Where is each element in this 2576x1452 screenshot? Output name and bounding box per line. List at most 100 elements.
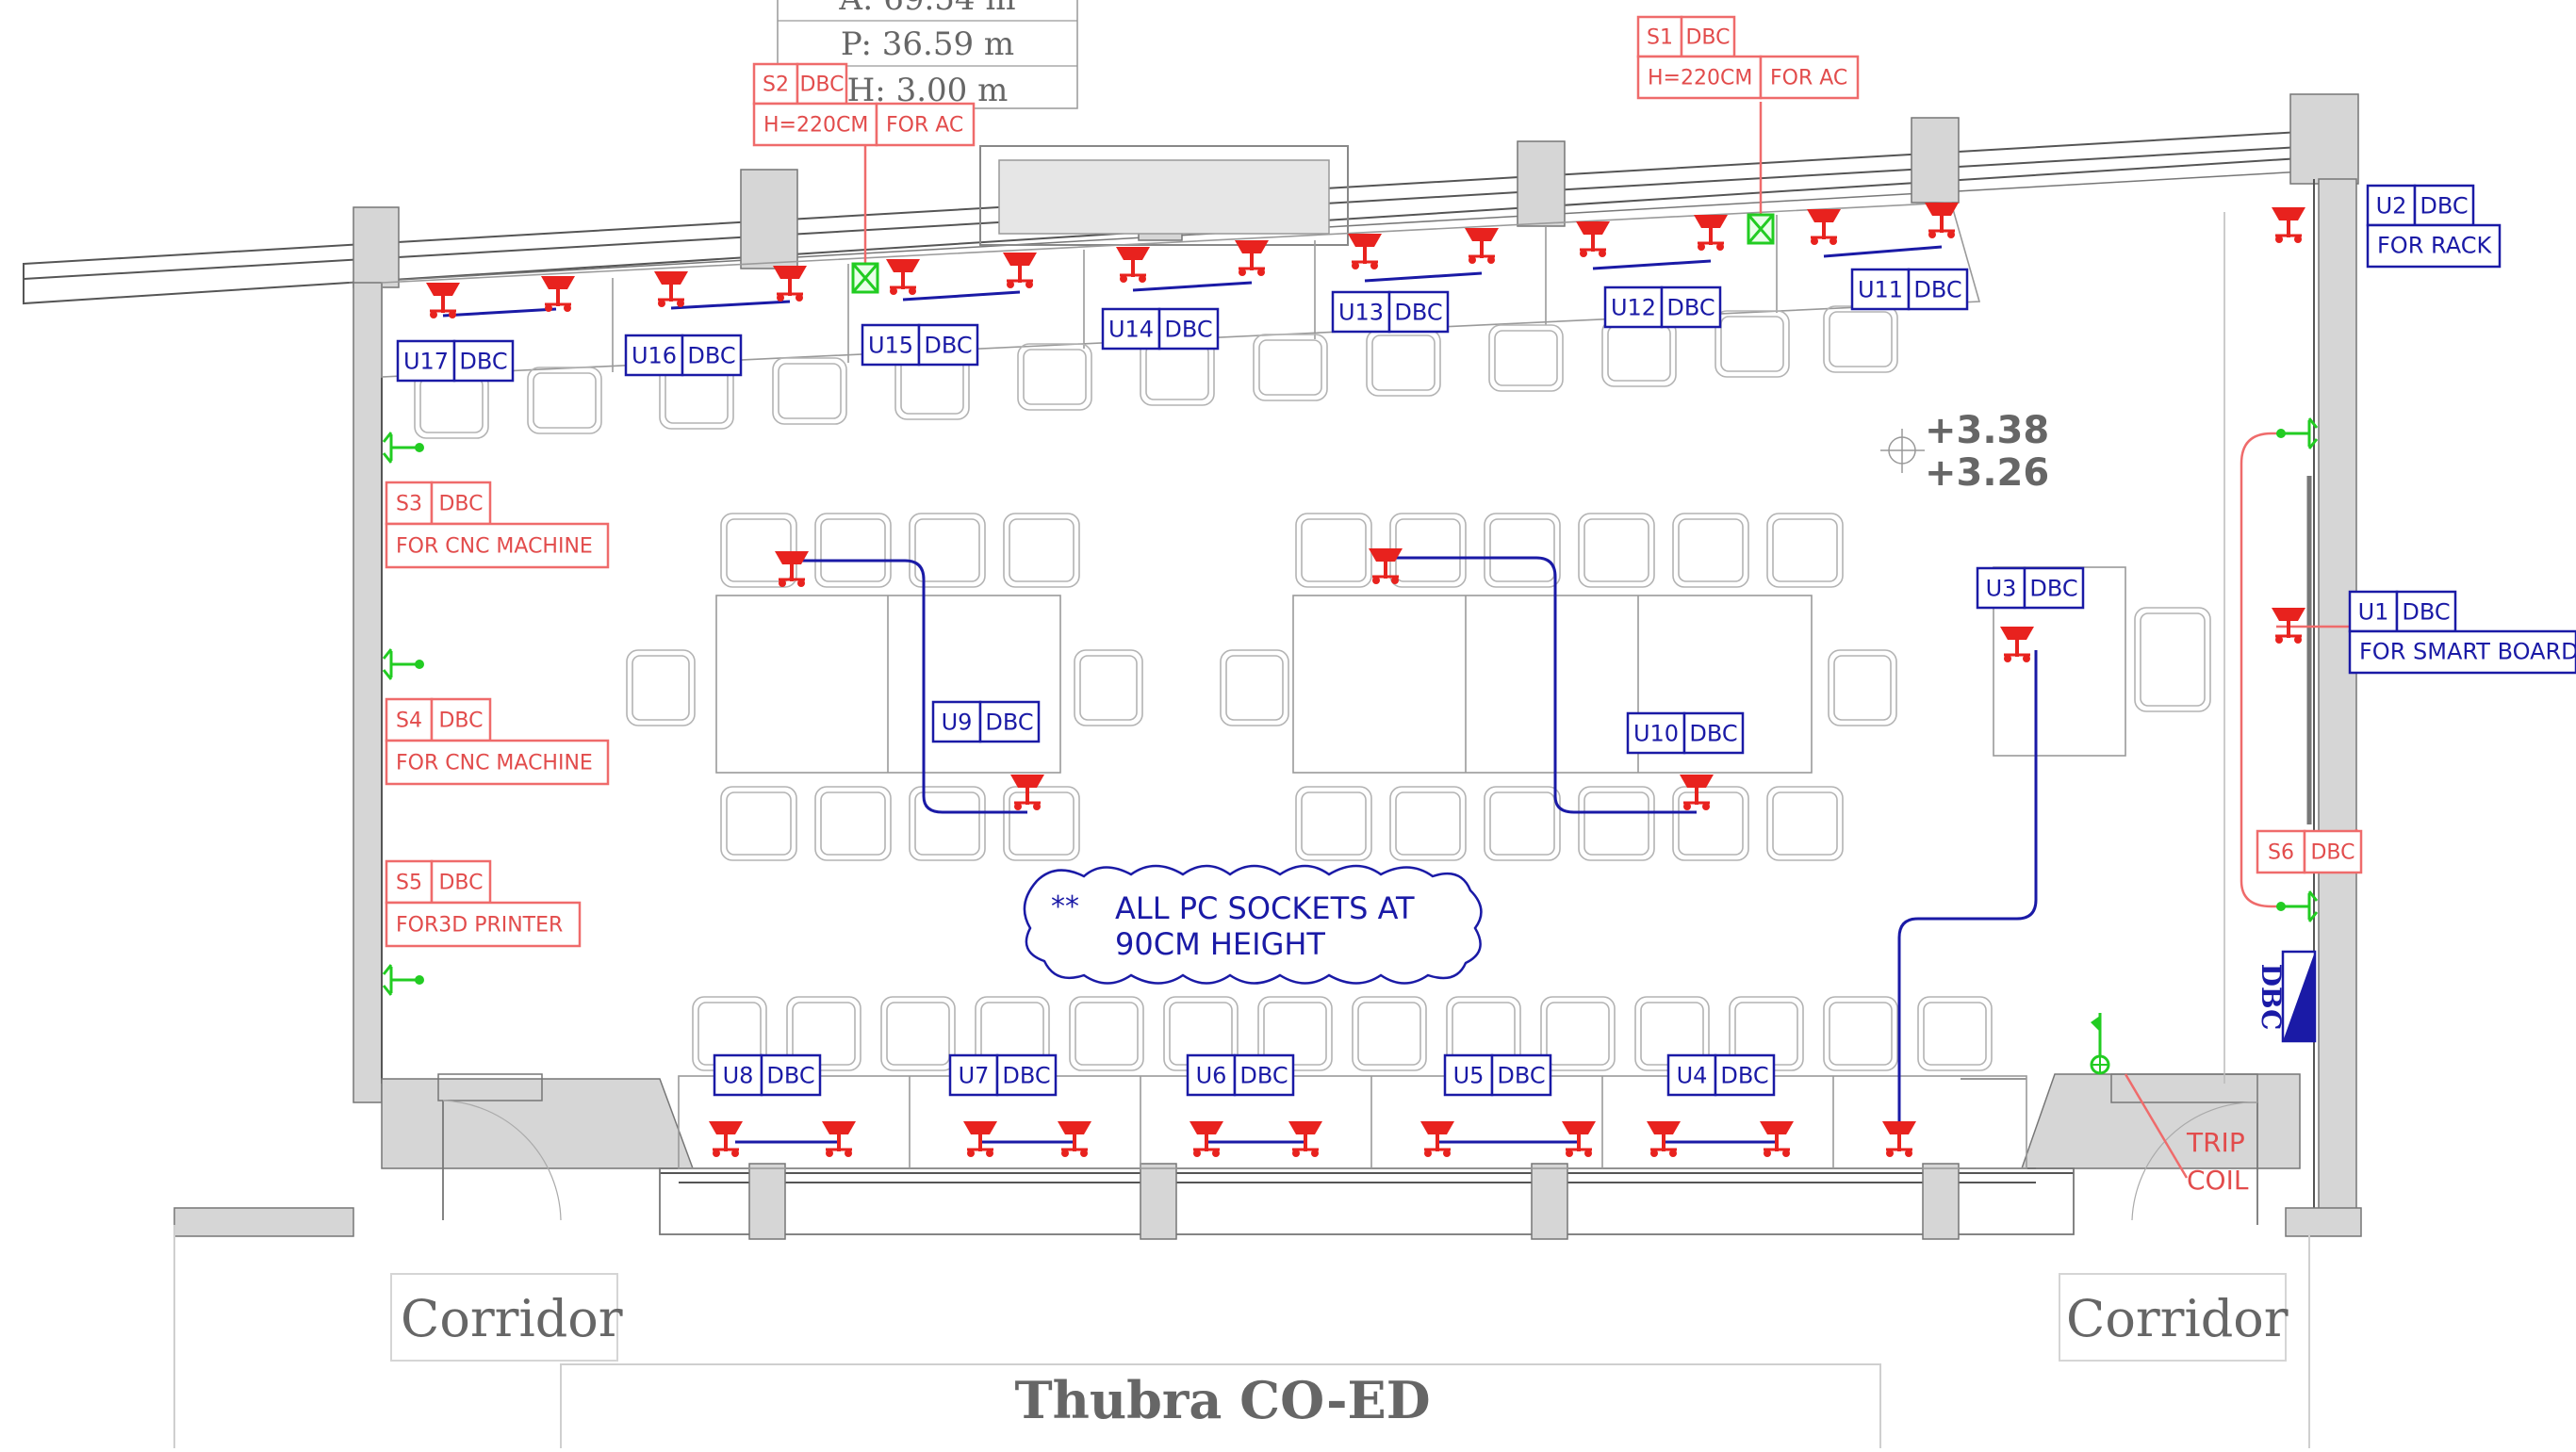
- chair: [1823, 996, 1898, 1071]
- power-socket-icon: [775, 551, 809, 587]
- chair: [2134, 607, 2211, 712]
- socket-height-note: ** ALL PC SOCKETS AT 90CM HEIGHT: [1023, 864, 1483, 985]
- level-upper: +3.38: [1925, 409, 2049, 452]
- wall-outlet-icon: [382, 648, 424, 680]
- power-socket-icon: [2000, 627, 2034, 662]
- svg-text:U16: U16: [632, 342, 677, 368]
- svg-text:DBC: DBC: [985, 709, 1033, 735]
- svg-text:DBC: DBC: [799, 73, 844, 97]
- walls: [23, 93, 2362, 1452]
- chair: [1578, 786, 1655, 861]
- chair: [1484, 513, 1561, 588]
- chair: [814, 513, 892, 588]
- svg-text:DBC: DBC: [1689, 720, 1737, 746]
- chair: [1766, 786, 1844, 861]
- power-socket-icon: [773, 266, 807, 302]
- trip-coil-label-2: COIL: [2187, 1165, 2249, 1196]
- svg-text:DBC: DBC: [1239, 1062, 1288, 1088]
- power-socket-icon: [1058, 1121, 1091, 1157]
- chair: [880, 996, 956, 1071]
- power-socket-icon: [1576, 221, 1610, 257]
- svg-text:U1: U1: [2358, 598, 2389, 625]
- svg-text:DBC: DBC: [1164, 316, 1212, 342]
- chair: [1352, 996, 1427, 1071]
- svg-text:H=220CM: H=220CM: [1648, 66, 1752, 90]
- chair: [1766, 513, 1844, 588]
- svg-text:FOR CNC MACHINE: FOR CNC MACHINE: [396, 751, 593, 775]
- circuit-note-s2-height: H=220CM: [752, 102, 878, 147]
- svg-text:FOR AC: FOR AC: [886, 113, 963, 137]
- svg-text:FOR SMART BOARD: FOR SMART BOARD: [2359, 639, 2576, 665]
- power-socket-icon: [822, 1121, 856, 1157]
- svg-text:DBC: DBC: [459, 348, 507, 374]
- chair: [814, 786, 892, 861]
- circuit-tag-u14: U14 DBC: [1101, 307, 1220, 351]
- power-socket-icon: [1807, 209, 1841, 245]
- svg-text:DBC: DBC: [1685, 26, 1730, 50]
- building-label: Thubra CO-ED: [1014, 1370, 1430, 1430]
- svg-text:U3: U3: [1986, 575, 2017, 601]
- power-socket-icon: [1562, 1121, 1596, 1157]
- power-socket-icon: [1288, 1121, 1322, 1157]
- chair: [1672, 786, 1749, 861]
- svg-text:DBC: DBC: [2420, 192, 2468, 219]
- svg-text:FOR3D PRINTER: FOR3D PRINTER: [396, 913, 563, 937]
- circuit-note-s2-use: FOR AC: [875, 102, 976, 147]
- power-socket-icon: [1235, 240, 1269, 276]
- chair: [720, 786, 797, 861]
- chair: [1715, 310, 1790, 378]
- svg-text:DBC: DBC: [438, 493, 483, 516]
- svg-text:FOR CNC MACHINE: FOR CNC MACHINE: [396, 534, 593, 558]
- chair: [909, 513, 986, 588]
- note-marker: **: [1051, 890, 1079, 923]
- chair: [909, 786, 986, 861]
- power-socket-icon: [2272, 207, 2305, 243]
- note-line-2: 90CM HEIGHT: [1115, 926, 1325, 962]
- corridor-right-label: Corridor: [2066, 1289, 2289, 1348]
- chair: [772, 357, 847, 425]
- wall-outlet-icon: [2276, 417, 2319, 449]
- chair: [1484, 786, 1561, 861]
- circuit-note-u2: FOR RACK: [2366, 223, 2502, 269]
- svg-text:U4: U4: [1677, 1062, 1708, 1088]
- chair: [720, 513, 797, 588]
- chair: [1295, 786, 1372, 861]
- power-socket-icon: [1925, 203, 1959, 238]
- svg-text:U11: U11: [1858, 276, 1903, 302]
- chair: [1828, 649, 1897, 726]
- wall-outlet-icon: [382, 964, 424, 996]
- svg-text:U10: U10: [1633, 720, 1679, 746]
- chair: [1074, 649, 1143, 726]
- svg-text:DBC: DBC: [438, 872, 483, 895]
- power-socket-icon: [541, 276, 575, 312]
- chair: [1017, 343, 1092, 411]
- chair: [1295, 513, 1372, 588]
- wall-outlets: [382, 417, 2319, 996]
- power-socket-icon: [1465, 228, 1499, 264]
- svg-text:U14: U14: [1108, 316, 1154, 342]
- power-socket-icon: [886, 259, 920, 295]
- svg-text:U12: U12: [1611, 294, 1656, 320]
- power-socket-icon: [1420, 1121, 1454, 1157]
- power-socket-icon: [1694, 215, 1728, 251]
- chair: [1003, 513, 1080, 588]
- level-marker: +3.38 +3.26: [1880, 409, 2049, 495]
- room-area: A: 69.54 m: [838, 0, 1015, 18]
- chair: [786, 996, 861, 1071]
